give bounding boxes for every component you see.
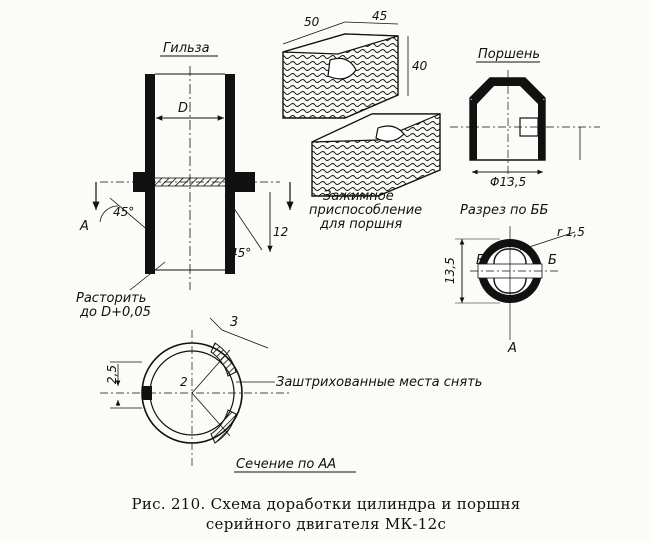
bore-note-2: до D+0,05 xyxy=(79,305,151,320)
dim-2: 2 xyxy=(180,375,188,389)
dim-25: 2,5 xyxy=(105,365,119,384)
dim-40: 40 xyxy=(412,59,428,73)
dim-135: 13,5 xyxy=(443,257,457,284)
piston-title: Поршень xyxy=(478,47,540,62)
piston-drawing: Поршень Φ13,5 xyxy=(450,47,600,189)
figure-caption-line-2: серийного двигателя МК-12с xyxy=(205,515,447,533)
angle-45-left: 45° xyxy=(113,205,134,219)
dim-12: 12 xyxy=(273,225,288,239)
mark-b-right: Б xyxy=(548,253,557,268)
fixture-label-1: Зажимное xyxy=(323,189,394,204)
dim-3: 3 xyxy=(230,315,238,330)
angle-45-right: 45° xyxy=(230,246,251,260)
mark-a-right: А xyxy=(507,341,517,356)
dim-d-label: D xyxy=(178,101,188,116)
hatched-note: Заштрихованные места снять xyxy=(276,375,482,390)
dim-phi: Φ13,5 xyxy=(490,175,526,189)
figure-caption-line-1: Рис. 210. Схема доработки цилиндра и пор… xyxy=(131,495,521,513)
sleeve-drawing: Гильза D А 45° 45° 12 Расторить xyxy=(76,41,294,320)
fixture-label-2: приспособление xyxy=(309,203,422,218)
section-bb-drawing: Разрез по ББ Б Б А r 1,5 13,5 xyxy=(443,203,585,356)
fixture-label-3: для поршня xyxy=(319,217,402,232)
mark-a-left: А xyxy=(79,219,89,234)
section-aa-drawing: 3 2 2,5 Заштрихованные места снять Сечен… xyxy=(100,315,482,473)
clamping-fixture-drawing: 50 45 40 Зажимное приспособление для пор… xyxy=(282,9,441,232)
dim-50: 50 xyxy=(304,15,320,29)
sleeve-title: Гильза xyxy=(163,41,210,56)
bore-note-1: Расторить xyxy=(76,291,146,306)
section-aa-title: Сечение по АА xyxy=(236,457,336,472)
dim-r15: r 1,5 xyxy=(557,225,585,239)
section-bb-title: Разрез по ББ xyxy=(460,203,549,218)
dim-45-top: 45 xyxy=(372,9,387,23)
mark-b-left: Б xyxy=(476,253,485,268)
